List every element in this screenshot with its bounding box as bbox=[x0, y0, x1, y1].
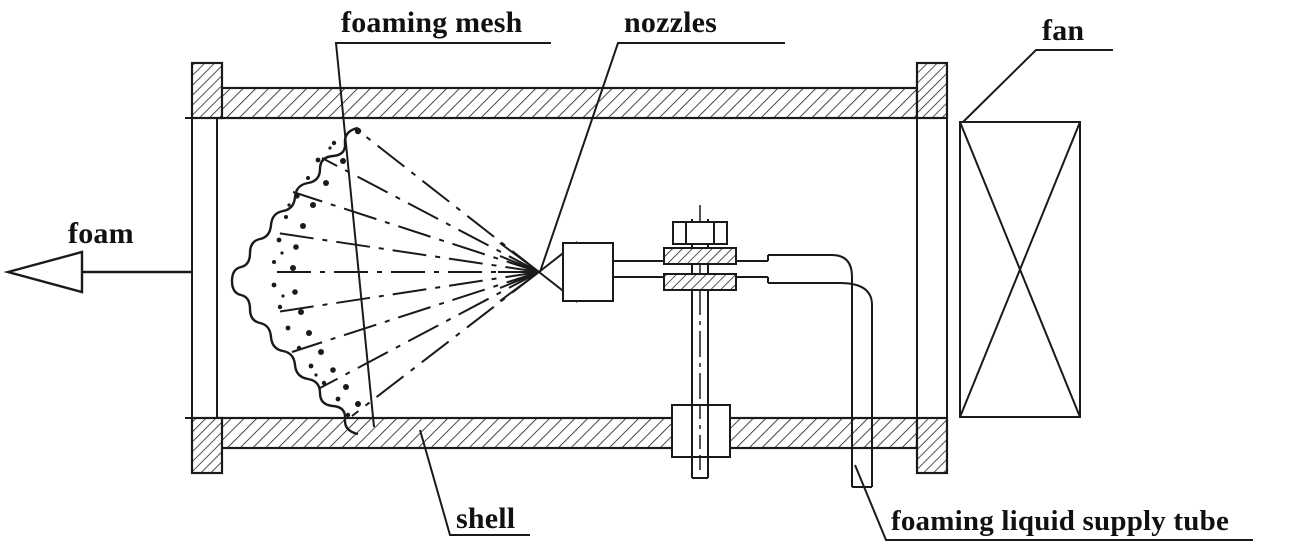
spray-ray-2 bbox=[321, 157, 540, 273]
spray-ray-1 bbox=[354, 127, 540, 273]
label-supply-tube: foaming liquid supply tube bbox=[891, 505, 1229, 537]
fan-blade-line-2 bbox=[959, 121, 1081, 418]
spray-ray-7 bbox=[291, 271, 540, 353]
supply-tube-outer-wall bbox=[768, 282, 873, 487]
left-flange-top bbox=[190, 61, 224, 120]
spray-ray-3 bbox=[292, 191, 540, 273]
fan-housing bbox=[959, 121, 1081, 418]
foam-arrow bbox=[3, 250, 192, 294]
bolt-lower-bracket bbox=[671, 404, 731, 458]
leader-foaming-mesh bbox=[334, 42, 551, 428]
left-flange-bottom bbox=[190, 416, 224, 475]
spray-apex-5 bbox=[499, 271, 540, 302]
leader-nozzles bbox=[539, 42, 785, 273]
spray-ray-6 bbox=[276, 271, 540, 313]
spray-ray-8 bbox=[319, 271, 540, 389]
clamp-block-upper bbox=[663, 247, 737, 265]
label-shell: shell bbox=[456, 502, 515, 535]
left-flange bbox=[190, 61, 224, 475]
fan bbox=[959, 121, 1081, 418]
leader-shell bbox=[419, 429, 530, 536]
label-leaders bbox=[334, 42, 1253, 541]
shell bbox=[185, 86, 919, 450]
mesh-scalloped-arc bbox=[230, 126, 359, 436]
shell-lower-wall bbox=[215, 416, 919, 450]
label-foaming-mesh: foaming mesh bbox=[341, 6, 523, 39]
foaming-mesh bbox=[230, 126, 362, 436]
foam-arrow-head bbox=[3, 250, 84, 294]
leader-fan bbox=[962, 49, 1113, 123]
supply-tube bbox=[768, 254, 873, 488]
spray-ray-9 bbox=[351, 271, 540, 417]
nozzle-body bbox=[562, 242, 614, 302]
label-fan: fan bbox=[1042, 14, 1084, 47]
label-nozzles: nozzles bbox=[624, 6, 717, 39]
label-foam: foam bbox=[68, 217, 134, 250]
spray-apex-2 bbox=[499, 255, 540, 273]
shell-upper-wall bbox=[215, 86, 919, 120]
right-flange-bottom bbox=[915, 416, 949, 475]
spray-ray-4 bbox=[276, 232, 540, 273]
right-flange bbox=[915, 61, 949, 475]
right-flange-top bbox=[915, 61, 949, 120]
leader-supply-tube bbox=[854, 464, 1253, 541]
nozzles bbox=[537, 240, 614, 304]
spray-cone bbox=[272, 127, 540, 417]
spray-apex-lines bbox=[498, 242, 540, 302]
clamp-block-lower bbox=[663, 273, 737, 291]
supply-tube-inner-wall bbox=[768, 254, 853, 487]
bolt-head bbox=[672, 221, 728, 245]
support-bolt bbox=[663, 205, 737, 479]
mesh-dots bbox=[271, 127, 362, 418]
spray-apex-4 bbox=[499, 271, 540, 289]
spray-apex-1 bbox=[499, 242, 540, 273]
